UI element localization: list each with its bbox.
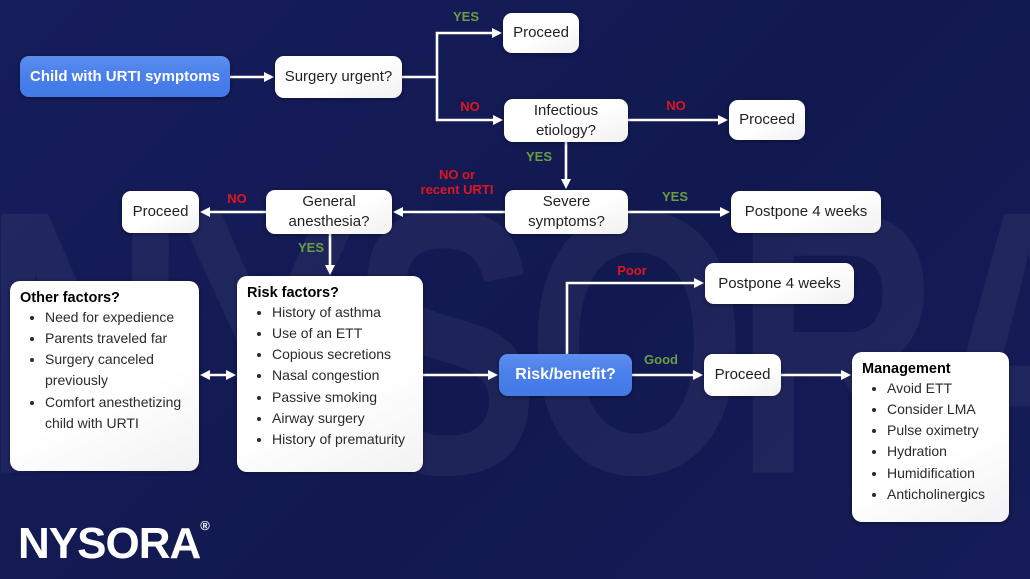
arrow-surgery-no-infectious [435,77,503,125]
edge-label-risk-good: Good [644,352,678,367]
list-item: Avoid ETT [887,378,1005,399]
node-proceed-infectious: Proceed [729,100,805,140]
nysora-logo-text: NYSORA [18,519,201,568]
registered-trademark-icon: ® [200,518,210,533]
node-general-anesthesia: General anesthesia? [266,190,392,234]
edge-label-risk-poor: Poor [617,263,647,278]
panel-risk-factors-title: Risk factors? [247,285,339,301]
node-severe-symptoms: Severe symptoms? [505,190,628,234]
node-surgery-urgent: Surgery urgent? [275,56,402,98]
list-item: Copious secretions [272,344,415,365]
node-proceed-good: Proceed [704,354,781,396]
arrow-riskbenefit-poor-postpone [565,278,704,354]
list-item: History of prematurity [272,429,415,450]
panel-other-factors: Other factors? Need for expedienceParent… [10,281,199,471]
node-proceed-urgent: Proceed [503,13,579,53]
list-item: Comfort anesthetizing child with URTI [45,392,191,434]
list-item: Anticholinergics [887,484,1005,505]
list-item: Humidification [887,463,1005,484]
list-item: Parents traveled far [45,328,191,349]
list-item: Nasal congestion [272,365,415,386]
edge-label-general-yes: YES [297,240,324,255]
nysora-logo: NYSORA® [18,518,210,569]
edge-label-general-no: NO [227,191,247,206]
list-item: Pulse oximetry [887,420,1005,441]
list-item: Surgery canceled previously [45,349,191,391]
panel-risk-factors: Risk factors? History of asthmaUse of an… [237,276,423,472]
edge-label-surgery-no: NO [460,99,480,114]
arrow-surgery-yes-proceed [402,28,502,79]
panel-management: Management Avoid ETTConsider LMAPulse ox… [852,352,1009,522]
list-item: Need for expedience [45,307,191,328]
list-item: Use of an ETT [272,323,415,344]
panel-risk-factors-list: History of asthmaUse of an ETTCopious se… [247,302,415,450]
panel-other-factors-title: Other factors? [20,290,120,306]
node-proceed-general: Proceed [122,191,199,233]
edge-label-infectious-yes: YES [525,149,552,164]
node-risk-benefit: Risk/benefit? [499,354,632,396]
list-item: Consider LMA [887,399,1005,420]
panel-management-title: Management [862,361,951,377]
edge-label-severe-yes: YES [661,189,688,204]
panel-management-list: Avoid ETTConsider LMAPulse oximetryHydra… [862,378,1005,505]
edge-label-infectious-no: NO [666,98,686,113]
list-item: Passive smoking [272,387,415,408]
node-infectious-etiology: Infectious etiology? [504,99,628,142]
node-postpone-severe: Postpone 4 weeks [731,191,881,233]
edge-label-severe-no: NO or recent URTI [420,167,494,198]
list-item: Airway surgery [272,408,415,429]
list-item: Hydration [887,441,1005,462]
node-child-urti: Child with URTI symptoms [20,56,230,97]
panel-other-factors-list: Need for expedienceParents traveled farS… [20,307,191,434]
list-item: History of asthma [272,302,415,323]
edge-label-surgery-yes: YES [452,9,479,24]
node-postpone-poor: Postpone 4 weeks [705,263,854,304]
